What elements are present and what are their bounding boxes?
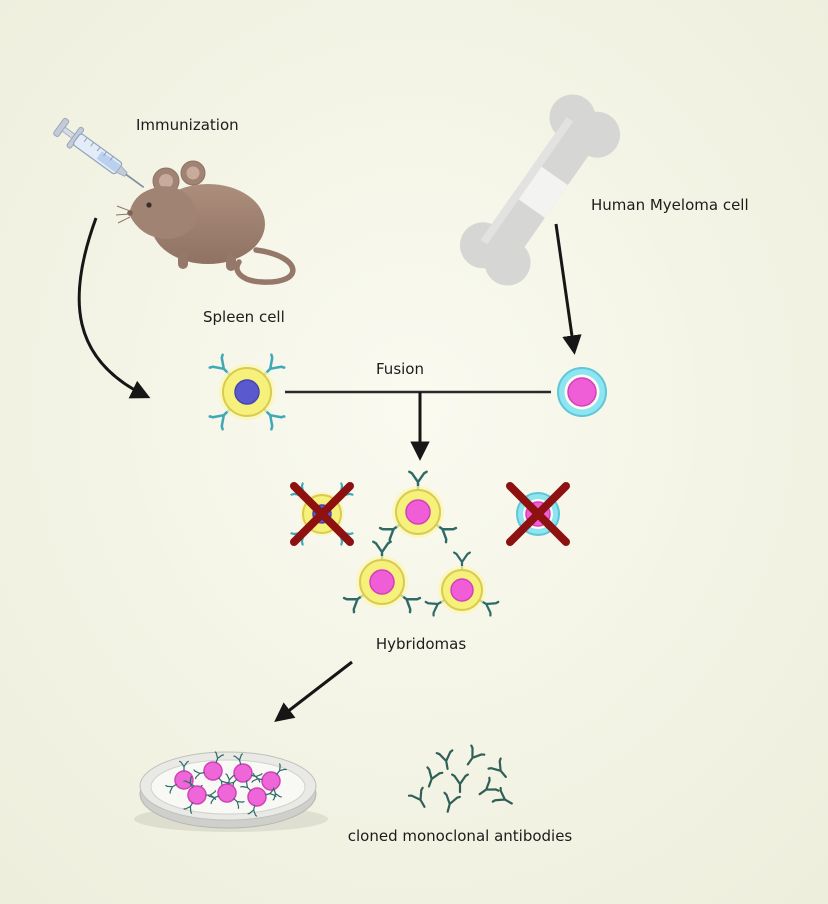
hybridoma-cell-icon [424,551,500,617]
cross-out-mark [290,482,354,546]
cloned-monoclonal-antibodies-label: cloned monoclonal antibodies [348,827,573,845]
arrow-hybridomas-to-dish [274,660,353,722]
arrow-bone-to-myeloma [554,223,582,355]
spleen-cell-nucleus [234,379,260,405]
hybridoma-cell-icon [378,470,458,544]
petri-dish-icon [134,747,328,832]
cross-out-mark [506,482,570,546]
syringe-icon [53,117,145,189]
spleen-cell-icon [208,353,286,431]
dead-myeloma-cell-icon [506,482,570,546]
myeloma-cell-icon [557,367,607,417]
arrow-immunization-to-spleen [77,217,151,399]
human-myeloma-cell-label: Human Myeloma cell [591,196,749,214]
dead-spleen-cell-icon [290,482,354,546]
bone-icon [459,94,621,286]
spleen-cell-label: Spleen cell [203,308,285,326]
hybridoma-cell-icon [342,540,422,614]
hybridomas-label: Hybridomas [376,635,467,653]
mouse-icon [115,160,296,285]
fusion-label: Fusion [376,360,424,378]
immunization-label: Immunization [136,116,239,134]
myeloma-cell-nucleus [567,377,597,407]
